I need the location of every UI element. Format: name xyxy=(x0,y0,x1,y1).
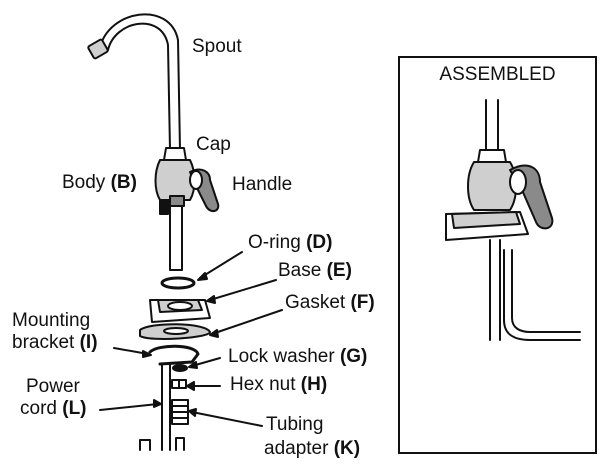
label-base: Base (E) xyxy=(278,260,352,281)
mounting-bracket-shape xyxy=(148,344,200,366)
label-mounting-line2: bracket (I) xyxy=(12,332,98,353)
spout-tip xyxy=(87,38,109,60)
label-power-line1: Power xyxy=(26,376,80,397)
label-cap: Cap xyxy=(196,134,231,155)
leader-arrows xyxy=(99,251,283,427)
tubing-adapter-shape xyxy=(171,399,189,425)
label-tubing-line2: adapter (K) xyxy=(264,438,361,459)
body-shape xyxy=(154,159,196,201)
label-tubing-line1: Tubing xyxy=(266,414,324,435)
assembled-panel xyxy=(398,56,597,454)
label-handle: Handle xyxy=(232,174,293,195)
label-lock-washer: Lock washer (G) xyxy=(228,346,368,367)
assembled-title: ASSEMBLED xyxy=(439,64,556,85)
label-gasket: Gasket (F) xyxy=(285,292,375,313)
power-cord-shape xyxy=(139,437,185,451)
label-spout: Spout xyxy=(192,36,242,57)
lock-washer-shape xyxy=(172,364,188,372)
label-body: Body (B) xyxy=(62,172,137,193)
label-o-ring: O-ring (D) xyxy=(248,232,333,253)
label-hex-nut: Hex nut (H) xyxy=(230,374,328,395)
spout-tube xyxy=(99,13,181,151)
label-power-line2: cord (L) xyxy=(20,398,87,419)
o-ring-shape xyxy=(160,276,196,290)
base-shape xyxy=(149,299,211,323)
label-mounting-line1: Mounting xyxy=(12,310,91,331)
